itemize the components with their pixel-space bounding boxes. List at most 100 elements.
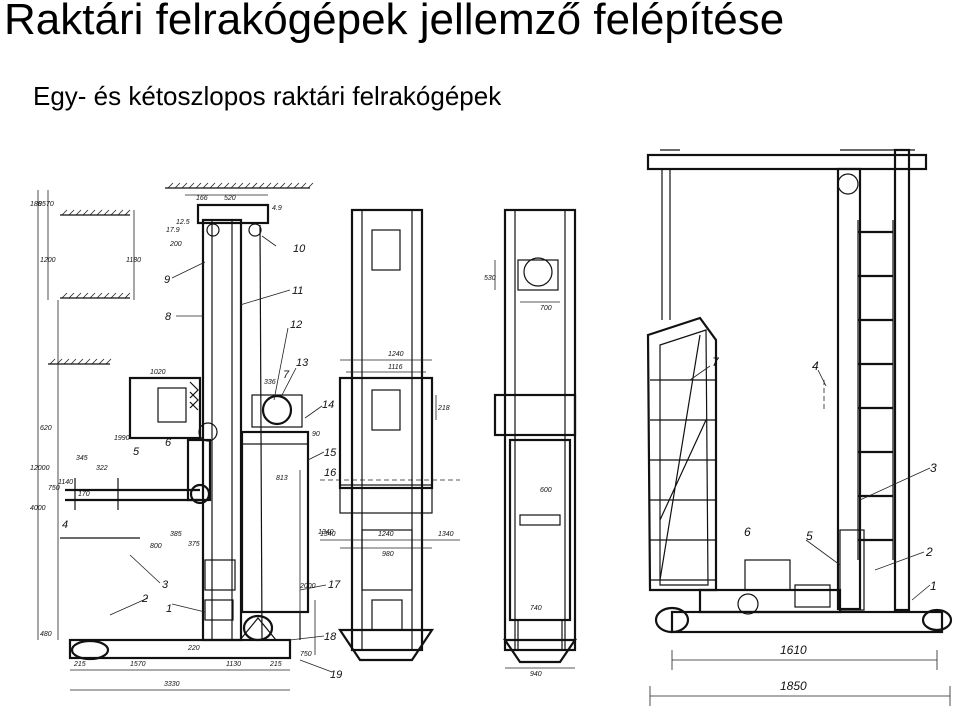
dim-label: 220 xyxy=(187,645,200,652)
drawing-line xyxy=(117,292,124,299)
dim-label: 12.5 xyxy=(176,219,190,226)
callout-8: 8 xyxy=(165,311,172,323)
drawing-line xyxy=(68,292,75,299)
drawing-line xyxy=(103,292,110,299)
column-front-views-drawing xyxy=(320,208,578,669)
drawing-line xyxy=(75,209,82,216)
dim-label: 85 xyxy=(38,201,46,208)
column-front-views-dimension-labels: 530 700 1240 1116 218 600 740 1340 1240 … xyxy=(320,275,552,678)
callout-11: 11 xyxy=(292,285,303,297)
callout-1: 1 xyxy=(166,603,172,615)
dim-label: 215 xyxy=(73,661,86,668)
dim-label: 218 xyxy=(437,405,450,412)
drawing-line xyxy=(188,182,195,189)
dim-label: 1130 xyxy=(226,661,241,668)
callout-5: 5 xyxy=(806,529,813,543)
drawing-line xyxy=(124,292,131,299)
dim-label: 1610 xyxy=(780,643,807,657)
dim-label: 800 xyxy=(150,543,162,550)
drawing-line xyxy=(77,358,84,365)
dim-label: 1570 xyxy=(130,661,146,668)
dim-label: 4.9 xyxy=(272,205,282,212)
drawing-line xyxy=(98,358,105,365)
dim-label: 70 xyxy=(46,201,54,208)
drawing-line xyxy=(202,182,209,189)
dim-label: 1116 xyxy=(388,364,403,371)
drawing-line xyxy=(181,182,188,189)
drawing-line xyxy=(293,182,300,189)
dim-label: 700 xyxy=(540,305,552,312)
dim-label: 336 xyxy=(264,379,276,386)
callout-17: 17 xyxy=(328,579,341,591)
dim-label: 750 xyxy=(300,651,312,658)
dim-label: 180 xyxy=(30,201,42,208)
drawing-line xyxy=(195,182,202,189)
callout-12: 12 xyxy=(290,319,302,331)
dim-label: 530 xyxy=(484,275,496,282)
drawing-line xyxy=(258,182,265,189)
dim-label: 375 xyxy=(188,541,200,548)
drawing-line xyxy=(96,292,103,299)
drawing-line xyxy=(244,182,251,189)
dim-label: 1990 xyxy=(114,435,130,442)
callout-19: 19 xyxy=(330,669,342,681)
dim-label: 813 xyxy=(276,475,288,482)
callout-6: 6 xyxy=(744,525,751,539)
dim-label: 520 xyxy=(224,195,236,202)
callout-13: 13 xyxy=(296,357,309,369)
two-column-callouts: 1 2 3 4 5 6 7 xyxy=(712,355,937,593)
drawing-line xyxy=(89,292,96,299)
drawing-line xyxy=(286,182,293,189)
drawing-line xyxy=(63,358,70,365)
drawing-line xyxy=(300,182,307,189)
single-column-dimension-labels: 180 85 70 1200 1180 166 520 4.9 17.9 200… xyxy=(30,195,334,688)
drawing-line xyxy=(251,182,258,189)
two-column-stacker-drawing xyxy=(646,148,953,706)
callout-7: 7 xyxy=(712,355,720,369)
dim-label: 170 xyxy=(78,491,90,498)
drawing-line xyxy=(61,292,68,299)
dim-label: 1850 xyxy=(780,679,807,693)
slide-subtitle: Egy- és kétoszlopos raktári felrakógépek xyxy=(33,81,502,111)
drawing-line xyxy=(124,209,131,216)
callout-10: 10 xyxy=(293,243,306,255)
drawing-line xyxy=(279,182,286,189)
drawing-line xyxy=(237,182,244,189)
drawing-line xyxy=(216,182,223,189)
callout-5: 5 xyxy=(133,446,140,458)
drawing-line xyxy=(110,209,117,216)
dim-label: 740 xyxy=(530,605,542,612)
dim-label: 1340 xyxy=(320,531,336,538)
dim-label: 215 xyxy=(269,661,282,668)
drawing-line xyxy=(89,209,96,216)
dim-label: 1140 xyxy=(58,479,73,486)
callout-2: 2 xyxy=(925,545,933,559)
drawing-line xyxy=(91,358,98,365)
dim-label: 1340 xyxy=(318,529,334,536)
callout-18: 18 xyxy=(324,631,337,643)
drawing-line xyxy=(105,358,112,365)
drawing-line xyxy=(272,182,279,189)
dim-label: 12000 xyxy=(30,465,50,472)
dim-label: 4000 xyxy=(30,505,46,512)
drawing-line xyxy=(103,209,110,216)
drawing-line xyxy=(167,182,174,189)
callout-2: 2 xyxy=(141,593,148,605)
dim-label: 980 xyxy=(382,551,394,558)
callout-14: 14 xyxy=(322,399,334,411)
dim-label: 322 xyxy=(96,465,108,472)
drawing-line xyxy=(110,292,117,299)
callout-9: 9 xyxy=(164,274,170,286)
drawing-line xyxy=(223,182,230,189)
drawing-line xyxy=(265,182,272,189)
drawing-line xyxy=(230,182,237,189)
callout-3: 3 xyxy=(930,461,937,475)
callout-15: 15 xyxy=(324,447,337,459)
single-column-callouts: 1 2 3 4 5 6 7 8 9 10 11 12 13 14 15 16 1… xyxy=(62,243,342,681)
dim-label: 600 xyxy=(540,487,552,494)
callout-16: 16 xyxy=(324,467,337,479)
dim-label: 1240 xyxy=(388,351,404,358)
drawing-line xyxy=(96,209,103,216)
dim-label: 3330 xyxy=(164,681,180,688)
